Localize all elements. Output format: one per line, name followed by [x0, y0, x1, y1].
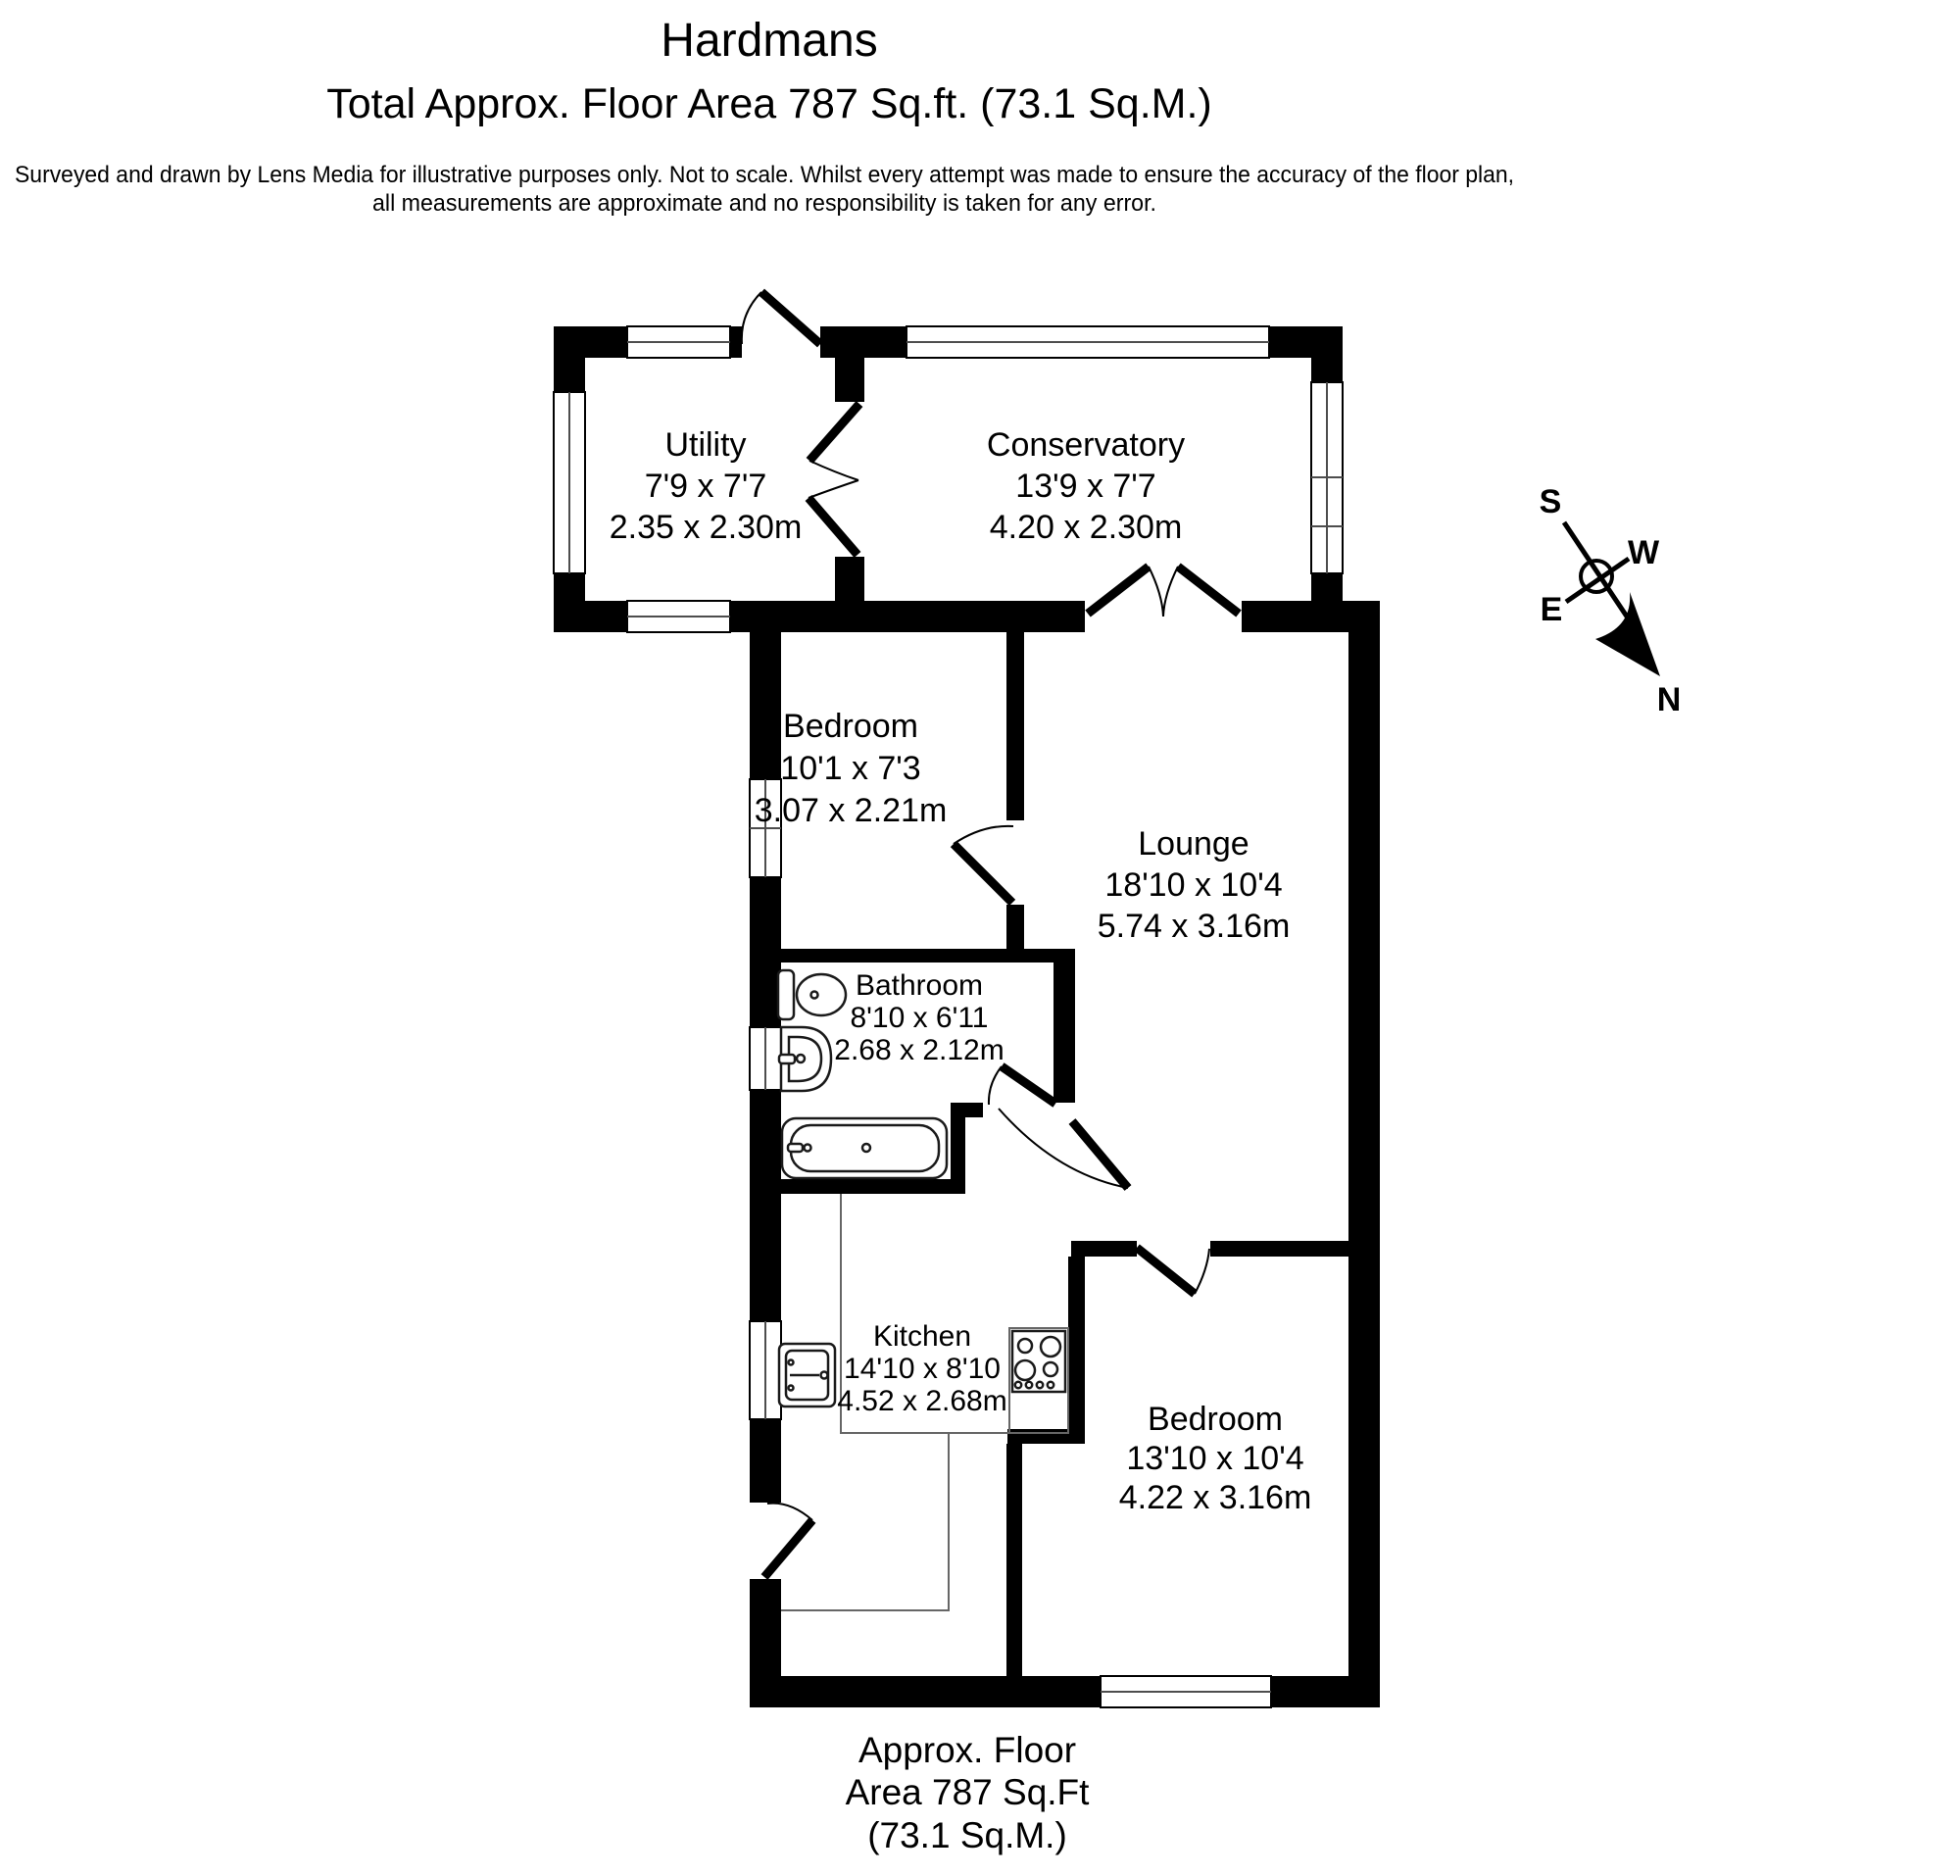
room-label-kitchen: Kitchen 14'10 x 8'10 4.52 x 2.68m	[837, 1320, 1006, 1417]
room-name: Bedroom	[1148, 1401, 1283, 1438]
compass-north-arrowhead	[1595, 592, 1660, 676]
kitchen-counter	[781, 1194, 1069, 1611]
door-bedroom1	[950, 824, 1016, 907]
room-label-utility: Utility 7'9 x 7'7 2.35 x 2.30m	[610, 426, 803, 546]
compass-ns-line	[1561, 520, 1632, 621]
room-size-imperial: 7'9 x 7'7	[645, 468, 767, 505]
window-utility-left	[553, 391, 586, 574]
compass-rose: S W E N	[1540, 483, 1682, 718]
door-bathroom	[987, 1062, 1058, 1108]
bathroom-sink-icon	[777, 1025, 833, 1093]
room-size-metric: 4.22 x 3.16m	[1119, 1479, 1312, 1516]
room-name: Bathroom	[856, 969, 983, 1002]
disclaimer-line-2: all measurements are approximate and no …	[372, 190, 1156, 217]
compass-circle	[1579, 559, 1614, 594]
compass-east-label: E	[1541, 591, 1563, 628]
room-size-metric: 3.07 x 2.21m	[755, 792, 948, 829]
door-lounge	[998, 1108, 1132, 1191]
bathtub-icon	[780, 1116, 949, 1180]
room-size-metric: 4.52 x 2.68m	[837, 1385, 1006, 1417]
window-conservatory-top	[906, 325, 1270, 359]
compass-west-label: W	[1628, 534, 1660, 571]
room-name: Utility	[664, 426, 746, 464]
window-bedroom1-left	[749, 778, 782, 878]
room-name: Bedroom	[783, 708, 918, 745]
window-bathroom-left	[749, 1026, 782, 1091]
door-main-entrance	[740, 288, 823, 348]
room-size-imperial: 10'1 x 7'3	[780, 750, 920, 787]
window-kitchen-left	[749, 1320, 782, 1420]
room-size-metric: 2.68 x 2.12m	[834, 1034, 1004, 1066]
window-utility-bottom	[626, 600, 731, 633]
compass-south-label: S	[1540, 483, 1562, 520]
window-utility-top	[626, 325, 731, 359]
room-label-conservatory: Conservatory 13'9 x 7'7 4.20 x 2.30m	[987, 426, 1185, 546]
window-bedroom2-bottom	[1100, 1675, 1272, 1708]
room-name: Kitchen	[873, 1320, 971, 1353]
room-name: Conservatory	[987, 426, 1185, 464]
kitchen-sink-icon	[777, 1342, 837, 1408]
room-size-imperial: 13'10 x 10'4	[1126, 1440, 1303, 1477]
compass-ew-line	[1564, 556, 1631, 605]
footer-line-2: Area 787 Sq.Ft	[846, 1772, 1091, 1812]
hob-icon	[1010, 1329, 1067, 1394]
room-name: Lounge	[1138, 825, 1249, 863]
room-label-bedroom1: Bedroom 10'1 x 7'3 3.07 x 2.21m	[755, 708, 948, 829]
walls-main-block	[750, 601, 1380, 1707]
toilet-icon	[776, 968, 848, 1021]
page-subtitle: Total Approx. Floor Area 787 Sq.ft. (73.…	[326, 80, 1211, 127]
door-utility-conservatory	[805, 401, 863, 558]
walls-top-block	[554, 326, 1380, 632]
footer-line-1: Approx. Floor	[858, 1730, 1076, 1770]
compass-north-label: N	[1657, 681, 1682, 718]
footer-line-3: (73.1 Sq.M.)	[867, 1815, 1067, 1855]
windows	[553, 325, 1344, 1708]
room-size-imperial: 14'10 x 8'10	[844, 1353, 1001, 1385]
room-size-metric: 2.35 x 2.30m	[610, 509, 803, 546]
room-size-imperial: 8'10 x 6'11	[850, 1002, 988, 1034]
doors	[740, 288, 1242, 1580]
door-french-conservatory-lounge	[1085, 563, 1242, 617]
room-size-metric: 5.74 x 3.16m	[1098, 908, 1291, 945]
room-size-metric: 4.20 x 2.30m	[990, 509, 1183, 546]
footer-area-label: Approx. Floor Area 787 Sq.Ft (73.1 Sq.M.…	[846, 1730, 1091, 1855]
room-label-bathroom: Bathroom 8'10 x 6'11 2.68 x 2.12m	[834, 969, 1004, 1066]
room-label-bedroom2: Bedroom 13'10 x 10'4 4.22 x 3.16m	[1119, 1401, 1312, 1516]
disclaimer-line-1: Surveyed and drawn by Lens Media for ill…	[15, 162, 1514, 188]
page-title: Hardmans	[661, 15, 877, 67]
window-conservatory-right	[1310, 381, 1344, 574]
room-size-imperial: 18'10 x 10'4	[1104, 866, 1282, 904]
door-bedroom2	[1134, 1244, 1210, 1298]
room-label-lounge: Lounge 18'10 x 10'4 5.74 x 3.16m	[1098, 825, 1291, 945]
door-side-entrance	[760, 1502, 816, 1580]
room-size-imperial: 13'9 x 7'7	[1015, 468, 1155, 505]
